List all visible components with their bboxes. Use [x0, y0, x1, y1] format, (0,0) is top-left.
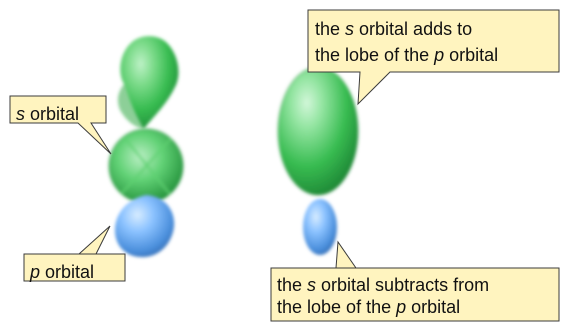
s-orbital-label-text: orbital	[25, 104, 79, 124]
adds-line-1: the s orbital adds to	[315, 16, 498, 42]
subtracts-line-1-pre: the	[277, 275, 307, 295]
subtracts-line-2-pre: the lobe of the	[277, 297, 396, 317]
right-enlarged-green-lobe	[278, 67, 358, 195]
subtracts-line-1: the s orbital subtracts from	[277, 274, 489, 296]
adds-callout-text: the s orbital adds to the lobe of the p …	[315, 16, 498, 68]
subtracts-line-2-post: orbital	[406, 297, 460, 317]
adds-line-1-post: orbital adds to	[354, 19, 472, 39]
right-reduced-blue-lobe	[303, 199, 337, 255]
subtracts-line-1-italic: s	[307, 275, 316, 295]
adds-line-1-pre: the	[315, 19, 345, 39]
subtracts-line-2-italic: p	[396, 297, 406, 317]
adds-line-2-italic: p	[434, 45, 444, 65]
p-orbital-label: p orbital	[30, 260, 94, 284]
p-orbital-label-text: orbital	[40, 262, 94, 282]
s-orbital-label: s orbital	[16, 102, 79, 126]
left-orbital-group	[109, 36, 183, 257]
subtracts-line-1-post: orbital subtracts from	[316, 275, 489, 295]
right-orbital-group	[278, 67, 358, 255]
adds-line-2-pre: the lobe of the	[315, 45, 434, 65]
p-orbital-label-italic: p	[30, 262, 40, 282]
left-p-orbital-bottom-lobe	[115, 195, 174, 257]
adds-line-2-post: orbital	[444, 45, 498, 65]
subtracts-line-2: the lobe of the p orbital	[277, 296, 489, 318]
subtracts-callout-text: the s orbital subtracts from the lobe of…	[277, 274, 489, 318]
adds-line-1-italic: s	[345, 19, 354, 39]
s-orbital-label-italic: s	[16, 104, 25, 124]
left-s-orbital-sphere	[109, 129, 183, 203]
adds-line-2: the lobe of the p orbital	[315, 42, 498, 68]
left-p-orbital-top-lobe	[118, 36, 179, 129]
